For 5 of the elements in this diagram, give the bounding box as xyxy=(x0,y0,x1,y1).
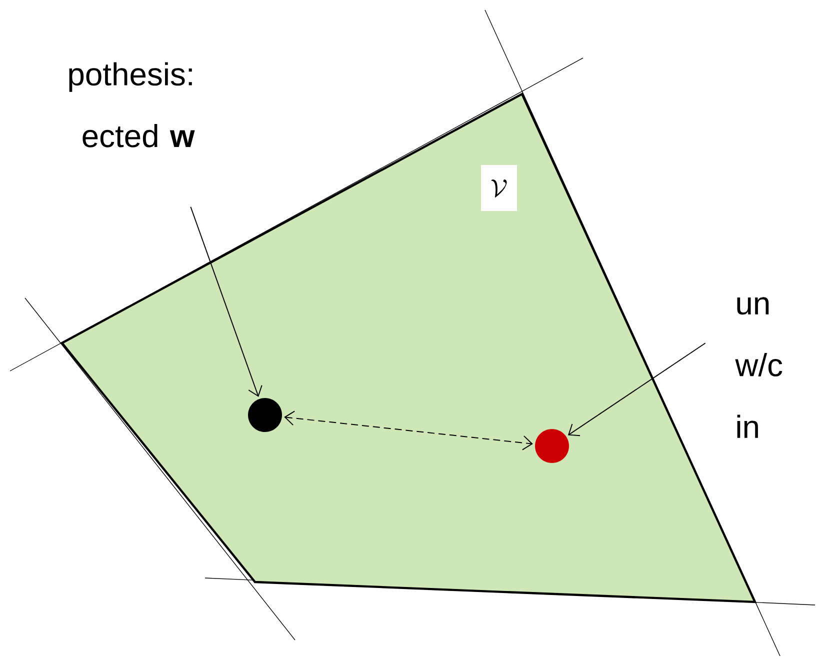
arrow xyxy=(568,342,706,436)
point-dot xyxy=(248,398,282,432)
arrow xyxy=(190,206,262,397)
arrow xyxy=(284,410,533,450)
point-dot xyxy=(535,429,569,463)
